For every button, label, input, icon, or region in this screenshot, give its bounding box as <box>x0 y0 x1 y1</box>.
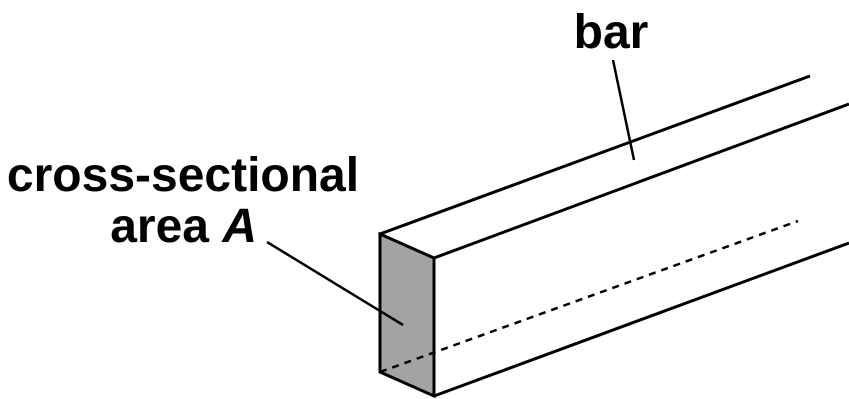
area-word: area <box>110 200 222 253</box>
area-leader-line <box>266 240 404 327</box>
bar-top-front-edge <box>433 102 849 260</box>
cross-section-label-line1: cross-sectional <box>7 149 359 202</box>
cross-section-label-line2: area A <box>110 200 257 253</box>
area-symbol: A <box>221 200 257 253</box>
bar-top-back-edge <box>379 74 811 236</box>
bar-leader-line <box>611 59 636 161</box>
bar-hidden-edge <box>379 219 799 374</box>
bar-label: bar <box>574 6 649 59</box>
bar-bottom-front-edge <box>433 241 849 398</box>
